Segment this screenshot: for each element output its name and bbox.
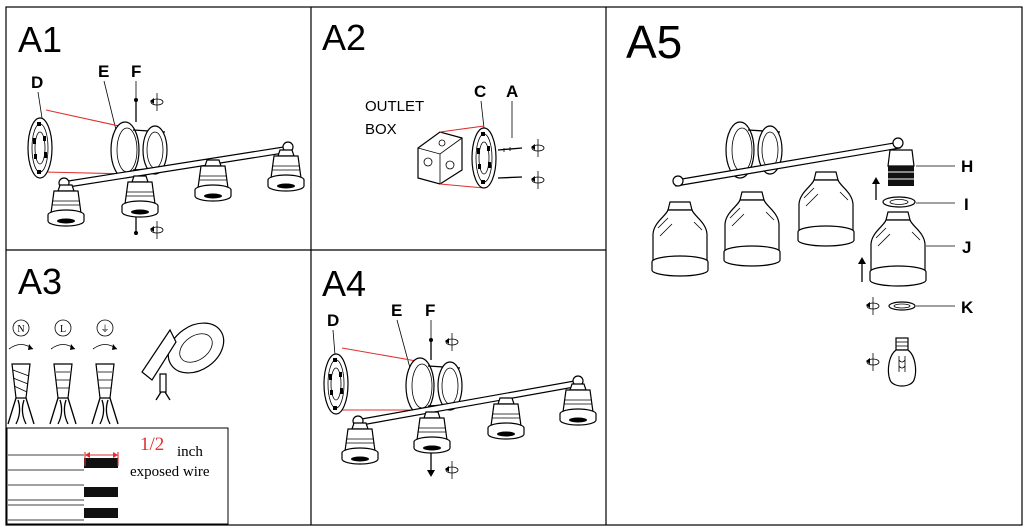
panel-title-a4: A4 (322, 263, 366, 304)
wire-symbol-neutral: N (12, 319, 30, 337)
outlet-box (417, 131, 463, 185)
label-f: F (131, 62, 141, 81)
leader-line (480, 100, 485, 129)
mounting-plate (27, 117, 53, 179)
label-j: J (962, 238, 971, 257)
mounting-plate (323, 353, 349, 415)
glass-shade (723, 191, 781, 267)
panel-a5: A5 (626, 16, 974, 387)
strip-note: exposed wire (130, 464, 210, 480)
rotate-icon (444, 460, 459, 480)
panel-grid (5, 6, 1023, 526)
screws (497, 147, 523, 179)
crossbar-plate (471, 127, 497, 189)
bulb-socket (47, 184, 85, 227)
bulb-socket (341, 422, 379, 465)
light-bulb (887, 337, 917, 387)
wire-symbol-ground: ⏚ (96, 319, 114, 337)
panel-title-a1: A1 (18, 19, 62, 60)
panel-title-a3: A3 (18, 261, 62, 302)
rotate-icon (444, 332, 459, 352)
panel-a2: A2 OUTLET BOX C A (322, 17, 545, 190)
rotate-icon (865, 296, 880, 316)
svg-text:N: N (17, 324, 24, 335)
rotate-icon (530, 138, 545, 158)
label-i: I (964, 195, 969, 214)
ring-k (888, 301, 916, 311)
outlet-box-label-line1: OUTLET (365, 98, 424, 115)
glass-shade-j (869, 211, 927, 287)
panel-a4: A4 D E F (322, 263, 597, 480)
panel-a3: A3 N L ⏚ (6, 261, 229, 525)
bulb-socket (121, 175, 159, 218)
label-d: D (31, 73, 43, 92)
panel-title-a5: A5 (626, 16, 682, 68)
label-e: E (391, 301, 402, 320)
bulb-socket (487, 397, 525, 440)
panel-title-a2: A2 (322, 17, 366, 58)
fixture-arm (352, 375, 584, 427)
red-alignment-lines (439, 125, 485, 189)
electrical-tape (141, 322, 225, 401)
leader-lines (916, 165, 955, 307)
bulb-socket (413, 411, 451, 454)
bulb-socket (194, 159, 232, 202)
label-e: E (98, 62, 109, 81)
bulb-socket (267, 149, 305, 192)
rotate-icon (530, 170, 545, 190)
strip-length-unit: inch (177, 444, 203, 460)
label-c: C (474, 82, 486, 101)
label-f: F (425, 301, 435, 320)
ring-i (882, 196, 916, 208)
fixture-arm (58, 141, 294, 189)
wire-symbol-live: L (54, 319, 72, 337)
twist-arrows (8, 344, 118, 350)
leader-lines (37, 80, 137, 131)
rotate-icon (149, 92, 164, 112)
wire-nut-connectors (7, 363, 119, 425)
label-a: A (506, 82, 518, 101)
svg-text:⏚: ⏚ (100, 324, 109, 334)
svg-text:L: L (60, 324, 66, 335)
glass-shade (651, 201, 709, 277)
fixture-arm (672, 137, 904, 187)
wire-strip-guide (6, 427, 229, 525)
strip-length-value: 1/2 (140, 434, 164, 455)
outlet-box-label-line2: BOX (365, 121, 397, 138)
rotate-icon (149, 220, 164, 240)
bulb-socket (559, 383, 597, 426)
label-h: H (961, 157, 973, 176)
rotate-icon (865, 352, 880, 372)
bulb-socket-h (887, 149, 915, 186)
glass-shade (797, 171, 855, 247)
label-d: D (327, 311, 339, 330)
panel-a1: A1 D E F (18, 19, 305, 240)
label-k: K (961, 298, 974, 317)
